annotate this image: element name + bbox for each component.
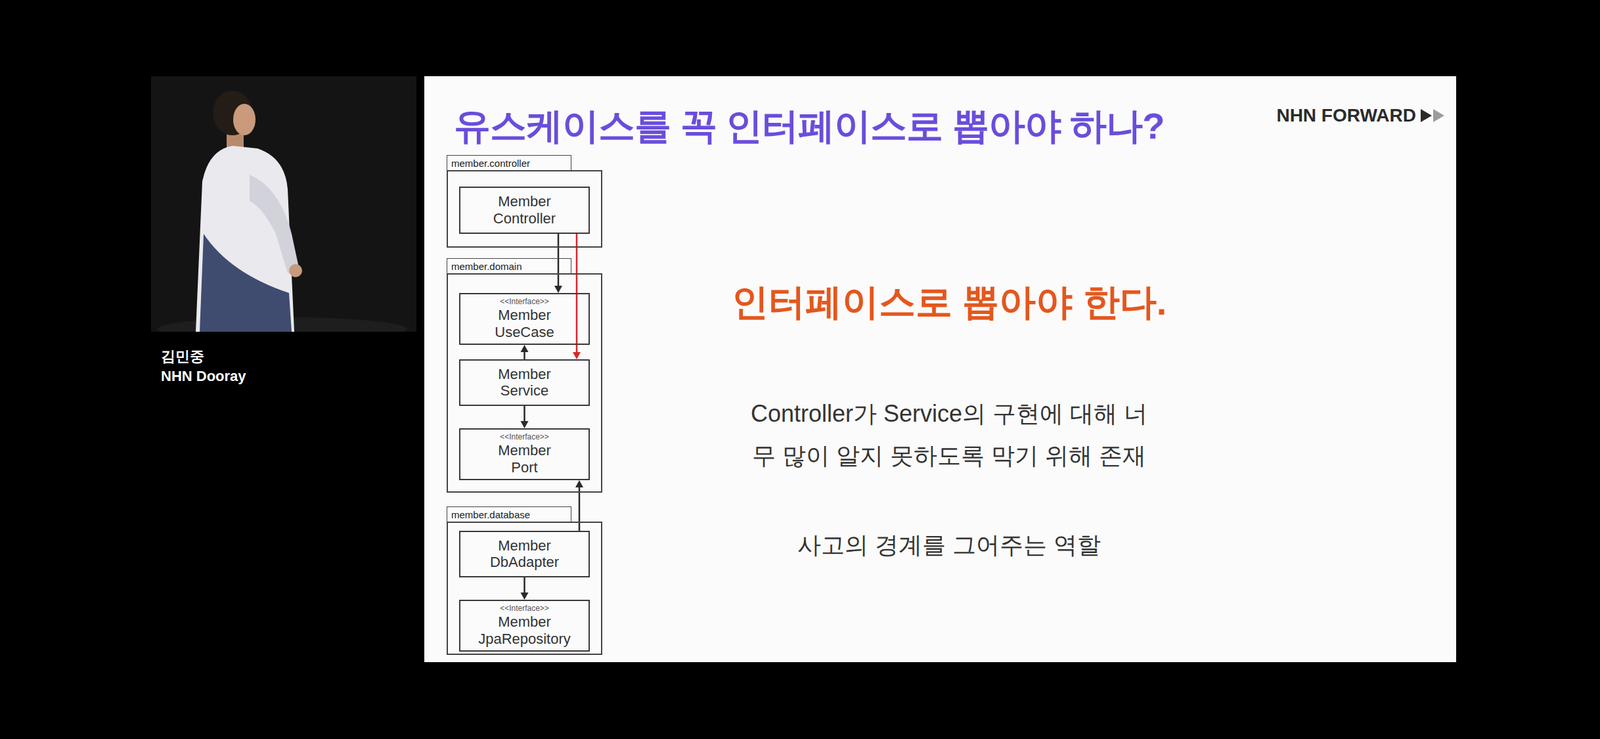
component-box: Member Controller <box>459 186 590 234</box>
component-box: <<Interface>>Member Port <box>459 428 590 481</box>
dependency-arrow <box>520 577 529 600</box>
connector-line <box>557 233 560 287</box>
arrow-head <box>572 352 581 360</box>
connector-line <box>578 486 581 531</box>
dependency-arrow <box>575 480 584 531</box>
arrow-head <box>520 421 529 429</box>
arrow-head <box>575 480 584 488</box>
component-name: Member DbAdapter <box>489 537 559 571</box>
slide-background <box>424 76 1457 663</box>
package-frame: member.databaseMember DbAdapter <<Interfa… <box>446 506 603 655</box>
arrow-head <box>520 592 529 600</box>
speaker-team: NHN Dooray <box>160 367 247 385</box>
explanation-text: Controller가 Service의 구현에 대해 너무 많이 알지 못하도… <box>699 392 1199 477</box>
event-logo: NHN FORWARD <box>1276 103 1417 128</box>
package-frame: member.controllerMember Controller <box>446 155 603 248</box>
component-box: <<Interface>>Member JpaRepository <box>459 599 590 652</box>
package-name: member.controller <box>451 158 531 169</box>
package-name: member.database <box>451 509 531 520</box>
component-box: <<Interface>>Member UseCase <box>459 292 590 345</box>
dependency-arrow <box>572 233 581 360</box>
component-name: Member Port <box>497 442 552 476</box>
package-frame: member.domain<<Interface>>Member UseCase… <box>446 258 603 493</box>
package-tab: member.domain <box>446 258 572 274</box>
connector-line <box>523 351 526 360</box>
package-name: member.domain <box>451 261 523 272</box>
stereotype-label: <<Interface>> <box>499 432 550 442</box>
connector-line <box>523 577 526 594</box>
package-tab: member.database <box>446 506 572 522</box>
connector-line <box>523 405 526 422</box>
component-name: Member Service <box>497 365 552 400</box>
stereotype-label: <<Interface>> <box>499 603 550 613</box>
component-name: Member UseCase <box>494 306 554 341</box>
component-box: Member DbAdapter <box>459 530 590 578</box>
brand-logo-arrows <box>1420 107 1447 124</box>
explanation-text: 사고의 경계를 그어주는 역할 <box>797 524 1101 567</box>
answer-headline: 인터페이스로 뽑아야 한다. <box>731 275 1168 329</box>
arrow-head <box>520 344 529 353</box>
component-name: Member Controller <box>493 193 556 227</box>
component-name: Member JpaRepository <box>478 613 571 647</box>
dependency-arrow <box>520 405 529 429</box>
dependency-arrow <box>520 344 529 360</box>
dependency-arrow <box>554 233 563 293</box>
arrow-head <box>554 285 563 293</box>
stereotype-label: <<Interface>> <box>499 296 550 307</box>
component-box: Member Service <box>459 359 590 406</box>
slide-title: 유스케이스를 꼭 인터페이스로 뽑아야 하나? <box>453 99 1164 153</box>
speaker-name: 김민중 <box>160 346 205 367</box>
package-tab: member.controller <box>446 155 572 171</box>
speaker-video <box>151 76 417 332</box>
